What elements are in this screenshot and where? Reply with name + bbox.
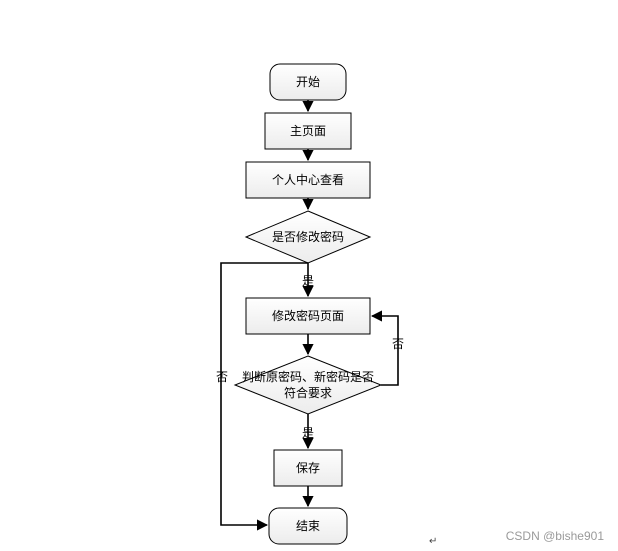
- edge-yes-label-2: 是: [302, 426, 314, 440]
- decision-check-node: [233, 355, 383, 415]
- modify-page-label: 修改密码页面: [272, 308, 344, 323]
- edge-no-label-2: 否: [392, 337, 404, 351]
- profile-label: 个人中心查看: [272, 172, 344, 187]
- edge-decision-no-to-end: [220, 262, 308, 531]
- main-page-node: [264, 112, 352, 150]
- save-label: 保存: [296, 461, 320, 475]
- save-node: [273, 449, 343, 487]
- paragraph-return-mark: ↵: [429, 536, 438, 547]
- edge-no-label-1: 否: [216, 370, 228, 384]
- edge-yes-label-1: 是: [302, 274, 314, 288]
- decision-modify-label: 是否修改密码: [272, 229, 344, 244]
- edge-check-no-loop: [370, 310, 399, 386]
- watermark: CSDN @bishe901: [505, 529, 604, 543]
- decision-check-label-line2: 符合要求: [284, 385, 332, 400]
- main-page-label: 主页面: [290, 124, 326, 138]
- decision-check-label-line1: 判断原密码、新密码是否: [242, 369, 374, 384]
- start-label: 开始: [296, 75, 320, 89]
- modify-page-node: [245, 297, 371, 335]
- end-label: 结束: [296, 519, 320, 533]
- end-node: [268, 507, 348, 545]
